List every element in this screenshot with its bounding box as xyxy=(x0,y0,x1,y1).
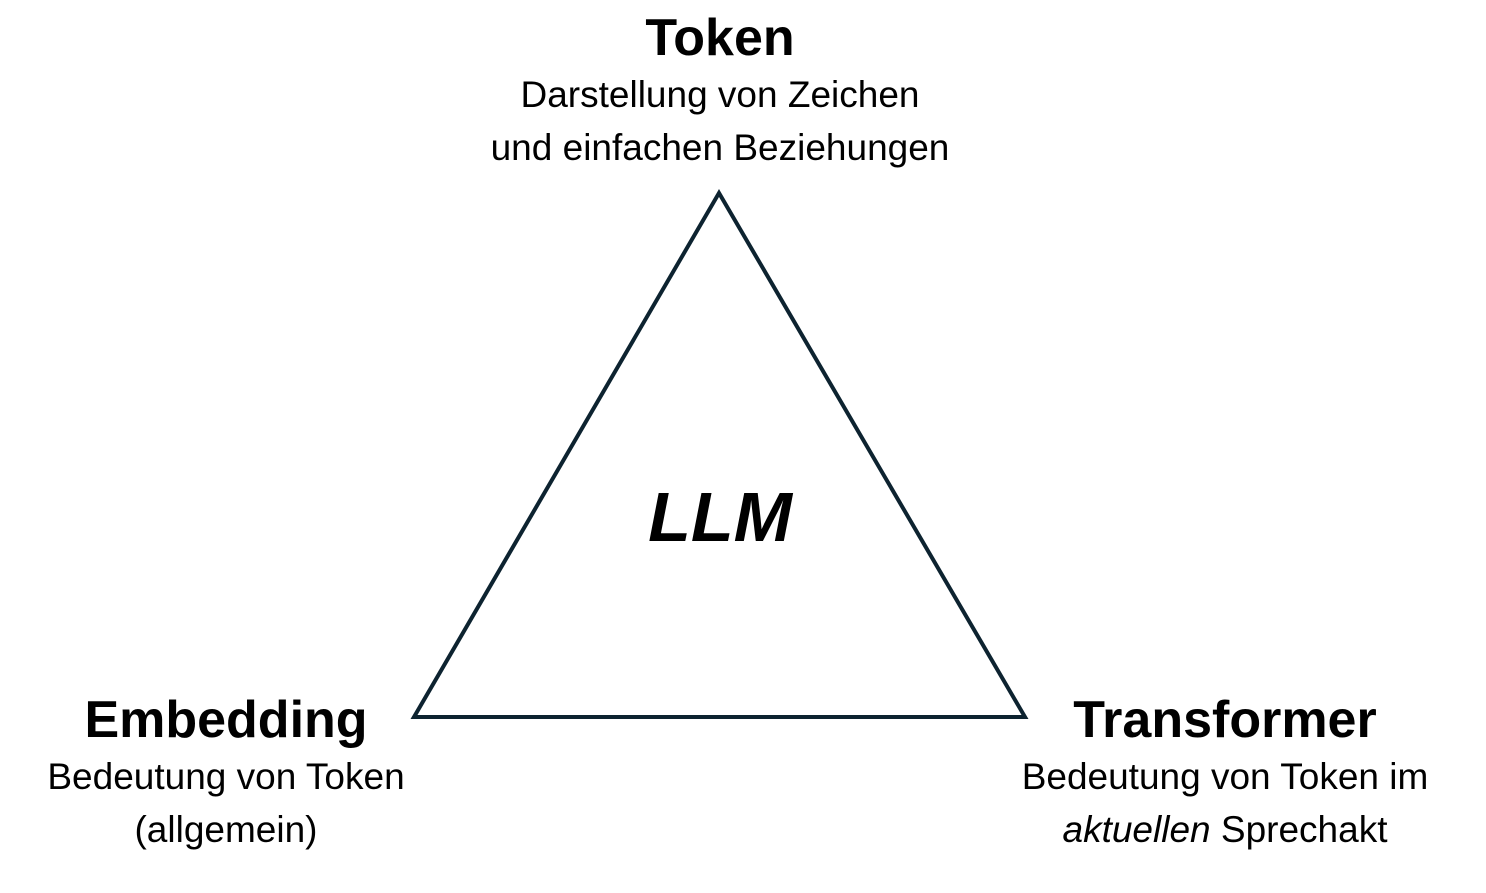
node-transformer-desc-rest: Sprechakt xyxy=(1210,809,1388,850)
node-transformer-desc-line2: aktuellen Sprechakt xyxy=(975,803,1475,856)
node-transformer-desc-line1: Bedeutung von Token im xyxy=(1021,756,1429,797)
node-transformer: Transformer Bedeutung von Token im aktue… xyxy=(975,690,1475,856)
node-embedding-title: Embedding xyxy=(84,691,368,749)
node-token-desc-line1: Darstellung von Zeichen xyxy=(520,74,920,115)
center-label-llm: LLM xyxy=(648,478,792,556)
node-embedding: Embedding Bedeutung von Token (allgemein… xyxy=(0,690,452,856)
node-token-title: Token xyxy=(645,9,795,67)
node-transformer-title: Transformer xyxy=(1073,691,1377,749)
triangle-shape xyxy=(410,189,1029,719)
node-embedding-desc-line2: (allgemein) xyxy=(134,809,318,850)
node-transformer-desc-italic: aktuellen xyxy=(1062,809,1211,850)
node-embedding-desc-line1: Bedeutung von Token xyxy=(47,756,405,797)
node-token: Token Darstellung von Zeichen und einfac… xyxy=(420,8,1020,174)
node-token-desc-line2: und einfachen Beziehungen xyxy=(490,127,950,168)
